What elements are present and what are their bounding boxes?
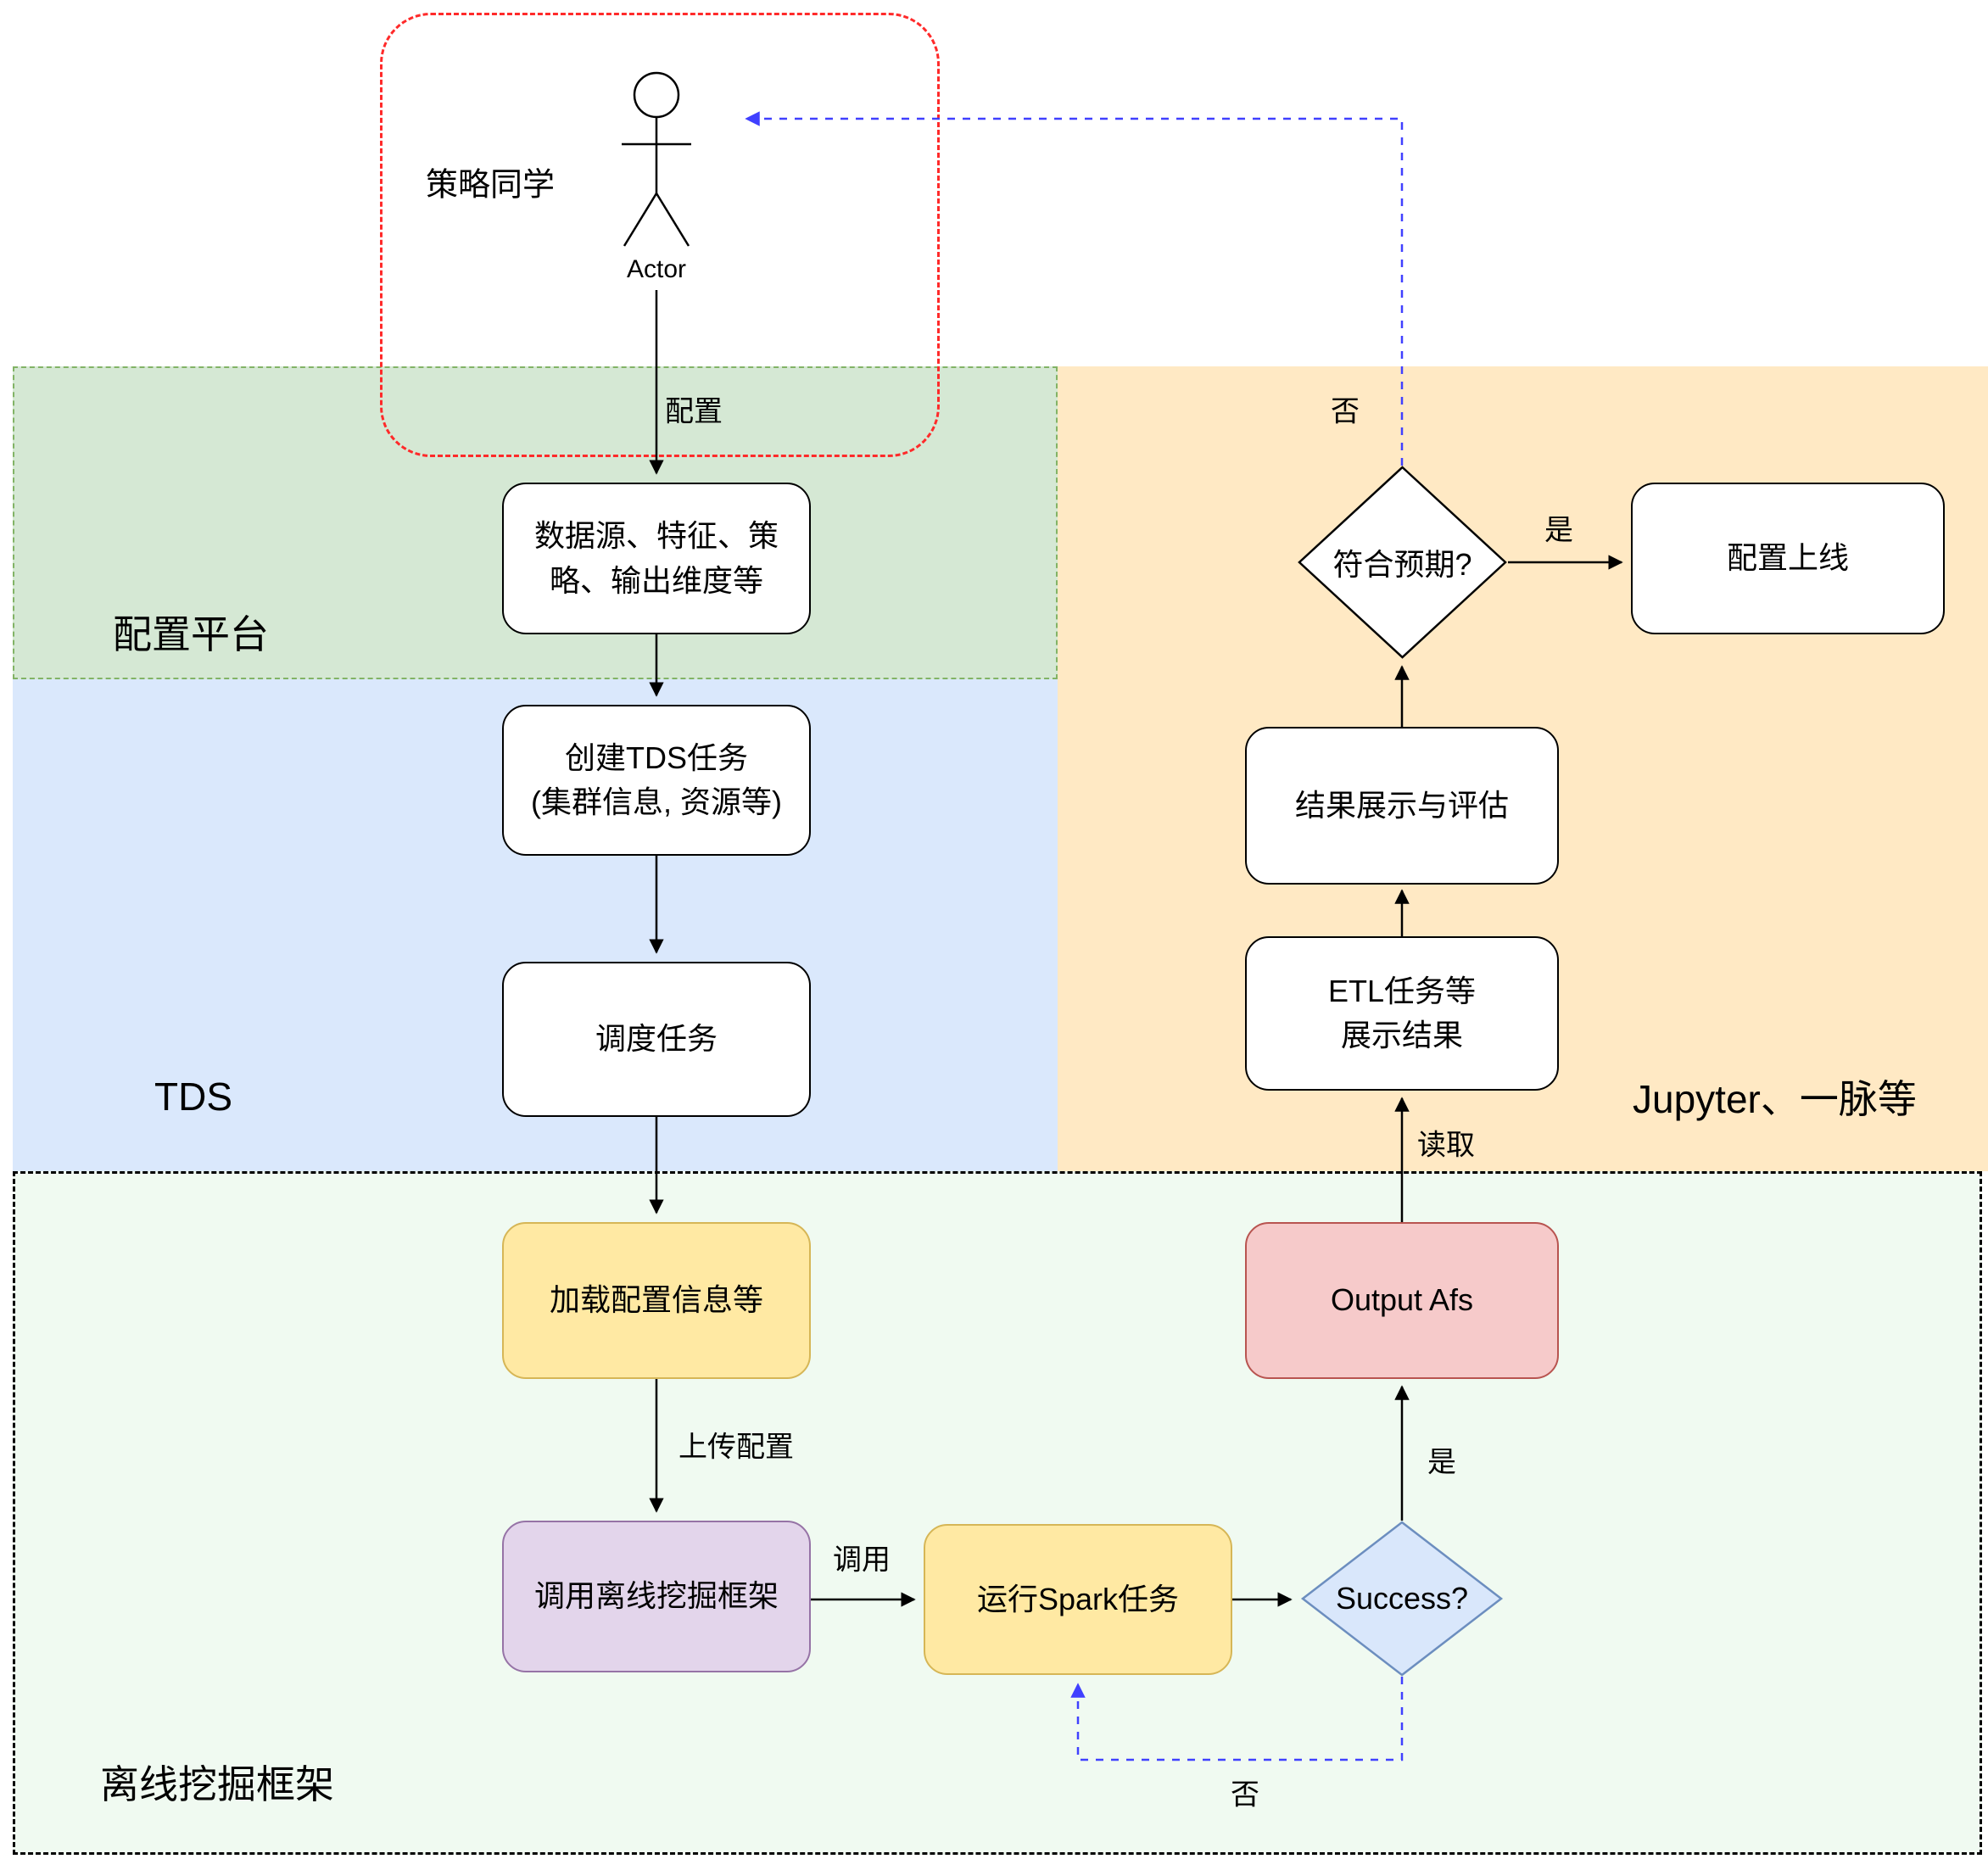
node-result-eval-label: 结果展示与评估 bbox=[1294, 787, 1509, 823]
actor-caption: Actor bbox=[626, 255, 687, 283]
edge-label-expected-yes: 是 bbox=[1544, 514, 1573, 547]
node-create-tds: 创建TDS任务 (集群信息, 资源等) bbox=[502, 705, 811, 856]
node-run-spark: 运行Spark任务 bbox=[924, 1524, 1232, 1675]
decision-expected-shape bbox=[1298, 466, 1507, 659]
edge-label-configure: 配置 bbox=[665, 395, 723, 428]
node-schedule: 调度任务 bbox=[502, 962, 811, 1117]
node-schedule-label: 调度任务 bbox=[595, 1021, 718, 1057]
decision-success-shape bbox=[1300, 1521, 1504, 1677]
node-config-online-label: 配置上线 bbox=[1726, 540, 1849, 576]
node-load-config-label: 加载配置信息等 bbox=[549, 1282, 763, 1318]
actor-boundary-frame bbox=[380, 13, 940, 457]
region-label-tds: TDS bbox=[154, 1075, 232, 1119]
node-load-config: 加载配置信息等 bbox=[502, 1222, 811, 1379]
decision-expected: 符合预期? bbox=[1297, 466, 1508, 659]
node-config-online: 配置上线 bbox=[1631, 483, 1945, 634]
edge-label-success-no: 否 bbox=[1231, 1778, 1259, 1812]
decision-success: Success? bbox=[1300, 1521, 1504, 1677]
region-label-config-platform: 配置平台 bbox=[113, 612, 269, 656]
edge-label-read: 读取 bbox=[1417, 1129, 1475, 1162]
decision-success-label: Success? bbox=[1335, 1581, 1469, 1616]
edge-label-invoke: 调用 bbox=[833, 1544, 891, 1577]
node-call-framework-label: 调用离线挖掘框架 bbox=[533, 1578, 779, 1614]
node-output-afs-label: Output Afs bbox=[1330, 1282, 1474, 1318]
edge-label-upload-config: 上传配置 bbox=[678, 1431, 794, 1464]
region-label-offline-framework: 离线挖掘框架 bbox=[100, 1762, 334, 1806]
region-offline-framework bbox=[13, 1171, 1982, 1855]
node-data-source-label: 数据源、特征、策略、输出维度等 bbox=[533, 518, 779, 598]
actor-role-label: 策略同学 bbox=[425, 167, 556, 204]
node-call-framework: 调用离线挖掘框架 bbox=[502, 1521, 811, 1672]
node-etl-tasks: ETL任务等 展示结果 bbox=[1245, 936, 1559, 1091]
node-run-spark-label: 运行Spark任务 bbox=[976, 1581, 1180, 1616]
node-result-eval: 结果展示与评估 bbox=[1245, 727, 1559, 885]
edge-label-success-yes: 是 bbox=[1427, 1446, 1456, 1479]
edge-label-expected-no: 否 bbox=[1331, 395, 1360, 428]
region-label-jupyter: Jupyter、一脉等 bbox=[1633, 1077, 1917, 1121]
decision-expected-label: 符合预期? bbox=[1332, 547, 1472, 582]
node-create-tds-label: 创建TDS任务 (集群信息, 资源等) bbox=[531, 740, 782, 819]
node-output-afs: Output Afs bbox=[1245, 1222, 1559, 1379]
node-data-source: 数据源、特征、策略、输出维度等 bbox=[502, 483, 811, 634]
node-etl-tasks-label: ETL任务等 展示结果 bbox=[1327, 973, 1477, 1052]
